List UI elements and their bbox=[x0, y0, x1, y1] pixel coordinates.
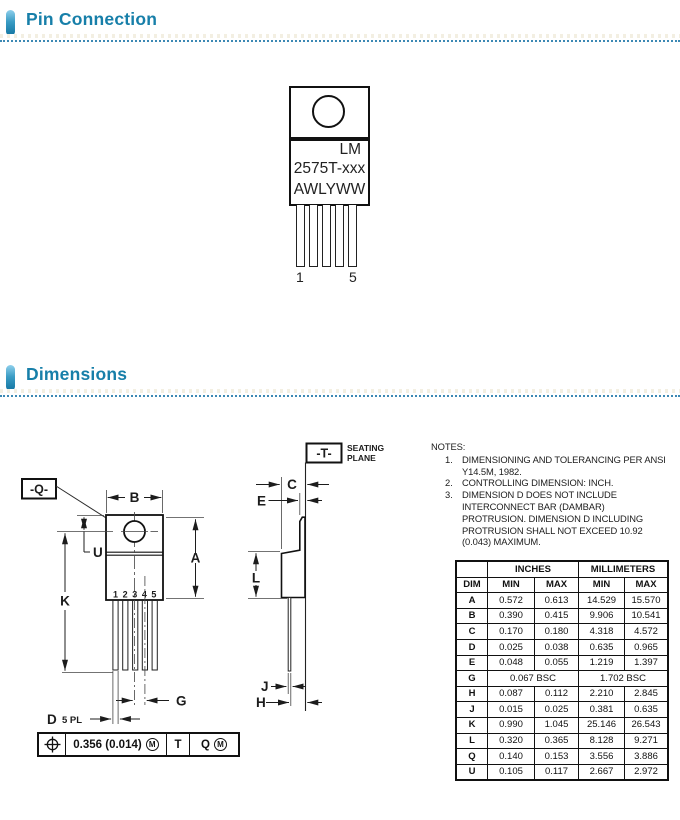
side-view-body bbox=[280, 516, 306, 599]
max-column-header: MAX bbox=[534, 576, 579, 594]
note-item: 1. DIMENSIONING AND TOLERANCING PER ANSI… bbox=[445, 453, 666, 477]
package-pin bbox=[348, 205, 357, 267]
package-pin bbox=[296, 205, 305, 267]
dim-label-D: D bbox=[47, 712, 57, 727]
notes-block: NOTES: 1. DIMENSIONING AND TOLERANCING P… bbox=[431, 441, 677, 548]
dim-column-header: DIM bbox=[455, 576, 488, 594]
dim-label-A: A bbox=[191, 551, 201, 566]
dim-label-L: L bbox=[252, 571, 260, 586]
pin-5-label: 5 bbox=[349, 269, 357, 285]
dim-label-D-qualifier: 5 PL bbox=[62, 715, 82, 726]
dimension-table: INCHES MILLIMETERS DIM MIN MAX MIN MAX A… bbox=[455, 560, 669, 782]
dim-label-G: G bbox=[176, 694, 187, 709]
fcf-symbol-cell bbox=[39, 734, 65, 755]
seating-plane-label-line1: SEATING bbox=[347, 443, 385, 453]
dim-label-K: K bbox=[60, 594, 70, 609]
package-marking-line2: 2575T-xxx bbox=[293, 160, 366, 177]
dim-label-J: J bbox=[261, 679, 269, 694]
package-pin bbox=[322, 205, 331, 267]
datum-q-box bbox=[21, 478, 57, 500]
package-marking-line3: AWLYWW bbox=[293, 181, 366, 198]
max-column-header: MAX bbox=[624, 576, 669, 594]
dimension-drawing: -Q- 12345 B A bbox=[21, 442, 385, 727]
millimeters-group-header: MILLIMETERS bbox=[578, 560, 669, 578]
package-marking-line1: LM bbox=[339, 141, 361, 158]
note-item: 3. DIMENSION D DOES NOT INCLUDE INTERCON… bbox=[445, 489, 644, 548]
section-header-pin-connection: Pin Connection bbox=[0, 7, 680, 51]
datum-q-label: -Q- bbox=[30, 483, 48, 497]
side-view-lead bbox=[287, 597, 292, 672]
section-zigzag-divider bbox=[0, 389, 680, 393]
dim-label-U: U bbox=[93, 545, 103, 560]
min-column-header: MIN bbox=[487, 576, 535, 594]
fcf-tolerance-value: 0.356 (0.014) bbox=[73, 738, 142, 751]
mounting-hole bbox=[312, 95, 345, 128]
mmc-modifier-icon: M bbox=[213, 738, 227, 751]
section-zigzag-divider bbox=[0, 34, 680, 38]
datum-t-box bbox=[305, 442, 343, 464]
note-item: 2. CONTROLLING DIMENSION: INCH. bbox=[445, 477, 614, 489]
fcf-datum2-cell: Q M bbox=[189, 734, 238, 755]
package-pin bbox=[335, 205, 344, 267]
section-dotted-divider bbox=[0, 395, 680, 397]
notes-heading: NOTES: bbox=[431, 441, 466, 452]
section-header-dimensions: Dimensions bbox=[0, 362, 680, 406]
table-column-header-row: DIM MIN MAX MIN MAX bbox=[455, 576, 669, 594]
fcf-datum1-cell: T bbox=[166, 734, 189, 755]
seating-plane-label-line2: PLANE bbox=[347, 453, 376, 463]
fcf-tolerance-cell: 0.356 (0.014) M bbox=[65, 734, 166, 755]
dim-label-E: E bbox=[257, 494, 266, 509]
inches-group-header: INCHES bbox=[487, 560, 579, 578]
min-column-header: MIN bbox=[578, 576, 625, 594]
fcf-datum2: Q bbox=[201, 738, 210, 751]
dim-label-B: B bbox=[130, 490, 140, 505]
table-group-header-row: INCHES MILLIMETERS bbox=[455, 560, 669, 578]
mmc-modifier-icon: M bbox=[145, 738, 159, 751]
section-title: Pin Connection bbox=[26, 9, 158, 29]
front-view-pin-numbers: 12345 bbox=[113, 590, 161, 600]
section-title: Dimensions bbox=[26, 364, 128, 384]
dim-label-H: H bbox=[256, 695, 266, 710]
datum-t-label: -T- bbox=[316, 447, 331, 461]
section-bullet-icon bbox=[6, 365, 15, 391]
dim-label-C: C bbox=[287, 477, 297, 492]
section-bullet-icon bbox=[6, 10, 15, 36]
package-tab bbox=[289, 86, 370, 139]
pin-1-label: 1 bbox=[296, 269, 304, 285]
fcf-datum1: T bbox=[174, 738, 182, 751]
feature-control-frame: 0.356 (0.014) M T Q M bbox=[37, 732, 240, 757]
package-pin bbox=[309, 205, 318, 267]
section-dotted-divider bbox=[0, 40, 680, 42]
true-position-icon bbox=[44, 736, 60, 753]
